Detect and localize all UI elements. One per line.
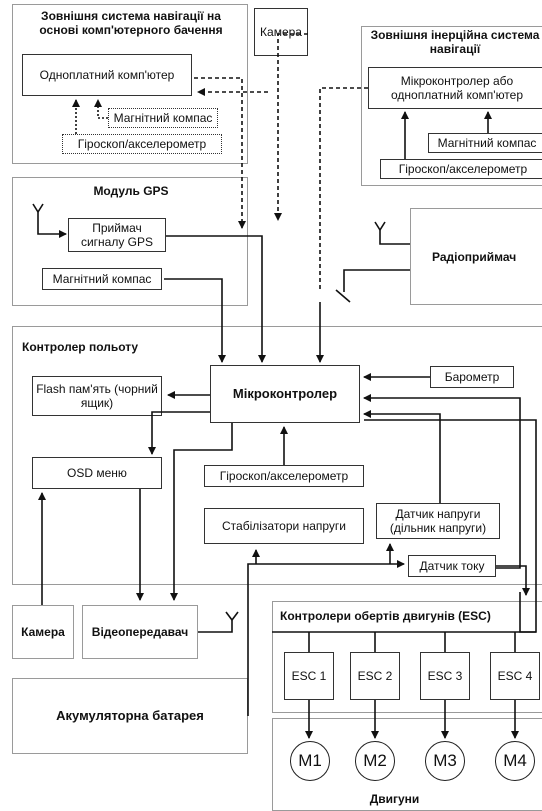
voltage-sensor-box: Датчик напруги (дільник напруги): [376, 503, 500, 539]
gyro-accelerometer-fc-box: Гіроскоп/акселерометр: [204, 465, 364, 487]
osd-menu-box: OSD меню: [32, 457, 162, 489]
battery-box: Акумуляторна батарея: [12, 678, 248, 754]
esc-3-box: ESC 3: [420, 652, 470, 700]
mcu-or-sbc-box: Мікроконтролер або одноплатний комп'ютер: [368, 67, 542, 109]
gps-receiver-box: Приймач сигналу GPS: [68, 218, 166, 252]
radio-receiver-group: [410, 208, 542, 305]
flash-memory-box: Flash пам'ять (чорний ящик): [32, 376, 162, 416]
motor-1-circle: M1: [290, 741, 330, 781]
esc-group-title: Контролери обертів двигунів (ESC): [280, 609, 491, 623]
gyro-accelerometer-inertial-box: Гіроскоп/акселерометр: [380, 159, 542, 179]
vision-nav-title: Зовнішня система навігації на основі ком…: [39, 9, 223, 37]
motor-2-circle: M2: [355, 741, 395, 781]
microcontroller-box: Мікроконтролер: [210, 365, 360, 423]
esc-1-box: ESC 1: [284, 652, 334, 700]
flight-controller-title: Контролер польоту: [22, 340, 139, 354]
single-board-computer-box: Одноплатний комп'ютер: [22, 54, 192, 96]
esc-4-box: ESC 4: [490, 652, 540, 700]
gps-module-title: Модуль GPS: [93, 184, 169, 198]
voltage-stabilizers-box: Стабілізатори напруги: [204, 508, 364, 544]
esc-2-box: ESC 2: [350, 652, 400, 700]
inertial-nav-title: Зовнішня інерційна система навігації: [370, 28, 540, 56]
motors-group-title: Двигуни: [369, 792, 420, 806]
motor-4-circle: M4: [495, 741, 535, 781]
magnetic-compass-vision-box: Магнітний компас: [108, 108, 218, 128]
gyro-accelerometer-vision-box: Гіроскоп/акселерометр: [62, 134, 222, 154]
magnetic-compass-gps-box: Магнітний компас: [42, 268, 162, 290]
barometer-box: Барометр: [430, 366, 514, 388]
camera-bottom-box: Камера: [12, 605, 74, 659]
video-transmitter-box: Відеопередавач: [82, 605, 198, 659]
camera-top-box: Камера: [254, 8, 308, 56]
motor-3-circle: M3: [425, 741, 465, 781]
current-sensor-box: Датчик току: [408, 555, 496, 577]
magnetic-compass-inertial-box: Магнітний компас: [428, 133, 542, 153]
radio-receiver-label: Радіоприймач: [432, 250, 517, 264]
